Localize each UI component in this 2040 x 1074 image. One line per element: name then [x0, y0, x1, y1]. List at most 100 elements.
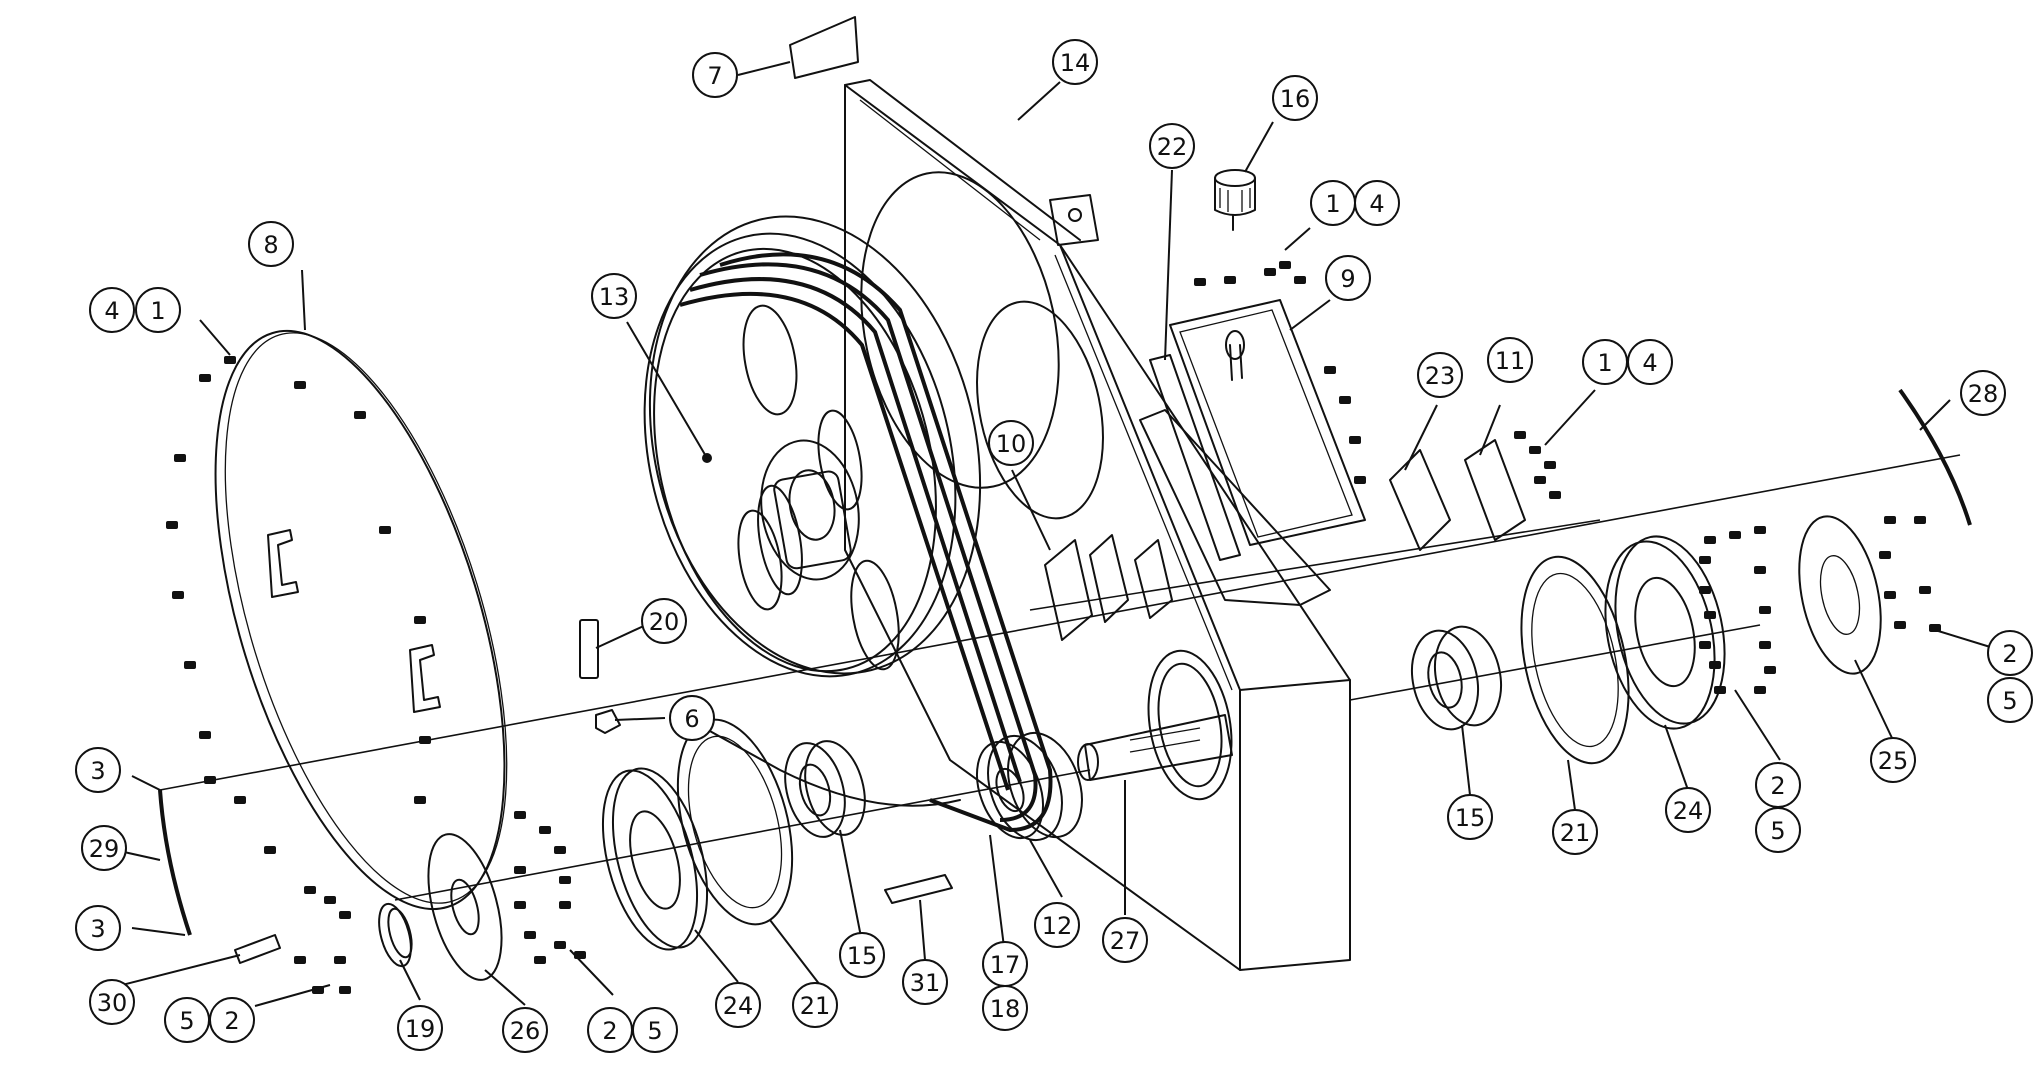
callout-label: 8: [263, 231, 278, 259]
callout-label: 17: [990, 951, 1021, 979]
bolt-icon: [514, 866, 526, 874]
callout-circle: [89, 287, 135, 333]
callout-label: 10: [996, 430, 1027, 458]
callout-label: 6: [684, 705, 699, 733]
bolt-icon: [514, 811, 526, 819]
callout-circle: [1987, 630, 2033, 676]
callout-circle: [1417, 352, 1463, 398]
callout-circle: [988, 420, 1034, 466]
bolt-icon: [174, 454, 186, 462]
callout-circle: [632, 1007, 678, 1053]
bolt-icon: [524, 931, 536, 939]
bolt-icon: [354, 411, 366, 419]
callout-label: 1: [1597, 349, 1612, 377]
callout-circle: [902, 959, 948, 1005]
bolt-icon: [1549, 491, 1561, 499]
callout-circle: [1627, 339, 1673, 385]
callout-c5b: 5: [632, 1007, 678, 1053]
right-parts: [1044, 388, 1972, 765]
bolt-icon: [339, 911, 351, 919]
callout-label: 25: [1878, 747, 1909, 775]
bolt-icon: [1294, 276, 1306, 284]
bolt-icon: [1699, 556, 1711, 564]
bolt-icon: [1514, 431, 1526, 439]
callout-circle: [1487, 337, 1533, 383]
callout-label: 11: [1495, 347, 1526, 375]
callout-label: 5: [2002, 687, 2017, 715]
bolt-icon: [554, 941, 566, 949]
callout-label: 3: [90, 757, 105, 785]
bolt-icon: [172, 591, 184, 599]
callout-label: 13: [599, 283, 630, 311]
callout-c11: 11: [1487, 337, 1533, 383]
callout-circle: [75, 747, 121, 793]
callout-c4b: 4: [89, 287, 135, 333]
callout-circle: [1447, 794, 1493, 840]
shaft: [1077, 714, 1233, 781]
callout-circle: [982, 985, 1028, 1031]
callout-c23: 23: [1417, 352, 1463, 398]
bolt-icon: [1914, 516, 1926, 524]
callout-c2b: 2: [587, 1007, 633, 1053]
callout-circle: [1052, 39, 1098, 85]
callout-c1b: 1: [135, 287, 181, 333]
callout-circle: [1034, 902, 1080, 948]
bolt-icon: [1884, 516, 1896, 524]
bolt-icon: [554, 846, 566, 854]
bolt-icon: [1714, 686, 1726, 694]
callout-label: 4: [1642, 349, 1657, 377]
bolt-icon: [1919, 586, 1931, 594]
bolt-icon: [1704, 611, 1716, 619]
callout-c3a: 3: [75, 747, 121, 793]
callout-circle: [397, 1005, 443, 1051]
callout-label: 1: [1325, 190, 1340, 218]
callout-circle: [248, 221, 294, 267]
callout-label: 1: [150, 297, 165, 325]
bolt-icon: [199, 374, 211, 382]
gear-housing: [844, 79, 1351, 971]
small-pulley: [976, 731, 1083, 842]
bolt-icon: [1324, 366, 1336, 374]
callout-circle: [591, 273, 637, 319]
callout-circle: [89, 979, 135, 1025]
callout-c2a: 2: [209, 997, 255, 1043]
callout-c28: 28: [1960, 370, 2006, 416]
callout-circle: [1870, 737, 1916, 783]
callout-label: 2: [602, 1017, 617, 1045]
callout-label: 29: [89, 835, 120, 863]
callout-circle: [1552, 809, 1598, 855]
callout-c8: 8: [248, 221, 294, 267]
bolt-icon: [204, 776, 216, 784]
callout-label: 16: [1280, 85, 1311, 113]
callout-circle: [75, 905, 121, 951]
callout-circle: [1665, 787, 1711, 833]
callout-c22: 22: [1149, 123, 1195, 169]
bolt-icon: [379, 526, 391, 534]
callout-c14: 14: [1052, 39, 1098, 85]
callout-label: 2: [1770, 772, 1785, 800]
callout-c30: 30: [89, 979, 135, 1025]
callout-c2d: 2: [1987, 630, 2033, 676]
callout-c6: 6: [669, 695, 715, 741]
left-parts: [158, 619, 953, 981]
bolt-icon: [334, 956, 346, 964]
bolt-icon: [1759, 641, 1771, 649]
callout-c4c: 4: [1627, 339, 1673, 385]
bolt-icon: [414, 796, 426, 804]
callout-c31: 31: [902, 959, 948, 1005]
callout-c9: 9: [1325, 255, 1371, 301]
bolt-icon: [1529, 446, 1541, 454]
callout-label: 5: [647, 1017, 662, 1045]
bolt-icon: [1699, 586, 1711, 594]
bolt-icon: [1709, 661, 1721, 669]
callout-label: 14: [1060, 49, 1091, 77]
callout-c5c: 5: [1755, 807, 1801, 853]
callout-c18: 18: [982, 985, 1028, 1031]
callout-label: 3: [90, 915, 105, 943]
callout-label: 21: [800, 992, 831, 1020]
callout-label: 31: [910, 969, 941, 997]
bolt-icon: [166, 521, 178, 529]
bolt-icon: [1194, 278, 1206, 286]
callout-circle: [1272, 75, 1318, 121]
callout-circle: [669, 695, 715, 741]
